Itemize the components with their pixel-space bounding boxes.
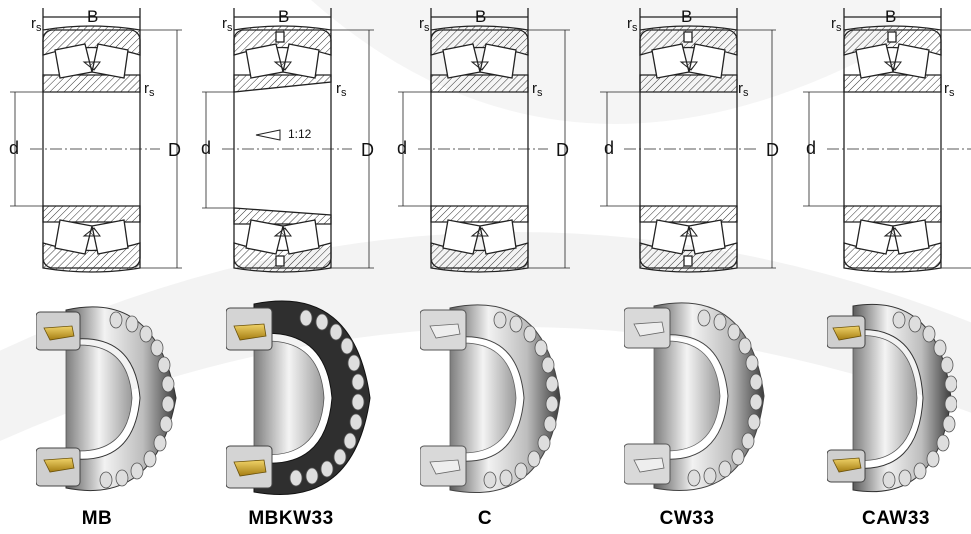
cross-section-drawing-mb: [0, 0, 194, 290]
bearing-panel-mbkw33: B rs rs d D 1:12 MBKW33: [194, 0, 388, 534]
bore-label: d: [806, 138, 817, 158]
width-label: B: [475, 7, 487, 26]
outer-diameter-label: D: [168, 140, 181, 160]
outer-diameter-label: D: [361, 140, 374, 160]
width-label: B: [681, 7, 693, 26]
radius-label-inner: rs: [336, 80, 347, 99]
bearing-name-mb: MB: [81, 508, 113, 529]
radius-label-top: rs: [31, 15, 42, 34]
radius-label-top: rs: [222, 15, 233, 34]
radius-label-inner: rs: [944, 80, 955, 99]
bearing-photo-mbkw33: [226, 296, 372, 500]
width-label: B: [87, 7, 99, 26]
bearing-panel-caw33: B rs rs d CAW33: [777, 0, 971, 534]
bearing-photo-mb: [36, 298, 182, 498]
bearing-photo-c: [420, 298, 566, 498]
bore-label: d: [397, 138, 408, 158]
bearing-photo-caw33: [827, 298, 957, 498]
bore-label: d: [9, 138, 20, 158]
bearing-name-mbkw33: MBKW33: [248, 508, 334, 529]
bearing-photo-cw33: [624, 296, 770, 500]
taper-icon: [255, 129, 281, 141]
radius-label-inner: rs: [532, 80, 543, 99]
bore-label: d: [604, 138, 615, 158]
radius-label-inner: rs: [738, 80, 749, 99]
bearing-name-cw33: CW33: [659, 508, 715, 529]
width-label: B: [278, 7, 290, 26]
taper-ratio-label: 1:12: [288, 127, 312, 141]
bore-label: d: [201, 138, 212, 158]
outer-diameter-label: D: [766, 140, 779, 160]
bearing-name-caw33: CAW33: [862, 508, 930, 529]
radius-label-inner: rs: [144, 80, 155, 99]
cross-section-drawing-mbkw33: [194, 0, 388, 290]
bearing-panel-c: B rs rs d D C: [388, 0, 582, 534]
bearing-panel-cw33: B rs rs d D CW33: [582, 0, 779, 534]
bearing-name-c: C: [477, 508, 493, 529]
cross-section-drawing-c: [388, 0, 582, 290]
outer-diameter-label: D: [556, 140, 569, 160]
radius-label-top: rs: [419, 15, 430, 34]
width-label: B: [885, 7, 897, 26]
radius-label-top: rs: [627, 15, 638, 34]
radius-label-top: rs: [831, 15, 842, 34]
bearing-panel-mb: B rs rs d D MB: [0, 0, 194, 534]
